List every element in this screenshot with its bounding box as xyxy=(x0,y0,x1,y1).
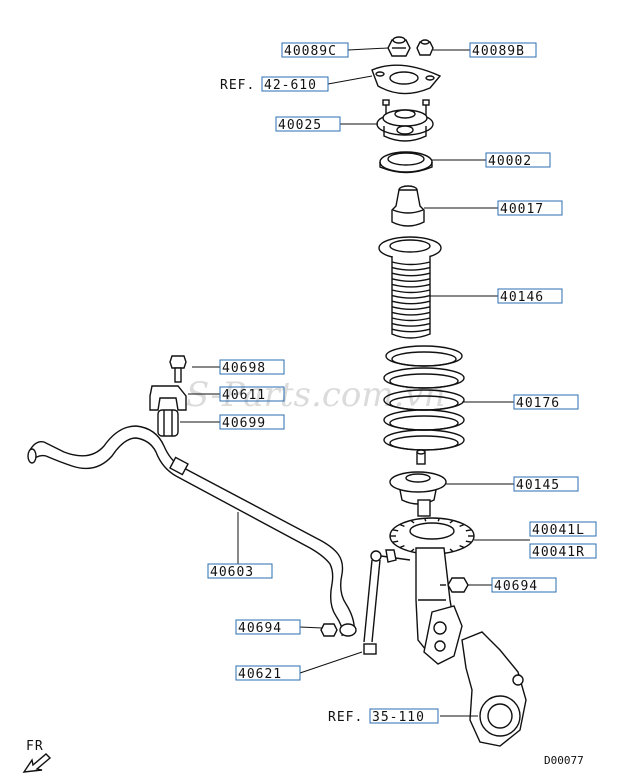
label-40146: 40146 xyxy=(497,288,563,305)
front-direction-indicator: FR xyxy=(22,739,52,773)
label-40017: 40017 xyxy=(497,200,563,217)
bolt-40698-drawing xyxy=(169,355,187,383)
stabilizer-bar-drawing xyxy=(27,425,357,637)
label-40621: 40621 xyxy=(235,665,301,682)
strut-mount-drawing xyxy=(376,99,434,142)
label-40621-text: 40621 xyxy=(238,667,282,682)
bump-stop-drawing xyxy=(391,185,425,227)
ref-42-610-prefix: REF. xyxy=(220,78,255,93)
label-40145-text: 40145 xyxy=(516,478,560,493)
label-40603: 40603 xyxy=(207,563,273,580)
ref-35-110-code: 35-110 xyxy=(372,710,425,725)
front-arrow-icon xyxy=(22,753,52,773)
stabilizer-link-drawing xyxy=(363,549,411,655)
label-40041l-text: 40041L xyxy=(532,523,585,538)
bracket-drawing xyxy=(149,385,187,411)
label-40041r: 40041R xyxy=(529,543,597,560)
label-40002-text: 40002 xyxy=(488,154,532,169)
nut-40694-bar-drawing xyxy=(320,623,338,637)
label-40017-text: 40017 xyxy=(500,202,544,217)
label-40089c-text: 40089C xyxy=(284,44,337,59)
label-40176: 40176 xyxy=(513,394,579,411)
label-40698: 40698 xyxy=(219,359,285,376)
ref-35-110: REF. 35-110 xyxy=(328,708,439,725)
label-40176-text: 40176 xyxy=(516,396,560,411)
label-40089c: 40089C xyxy=(281,42,349,59)
ref-42-610-code: 42-610 xyxy=(264,78,317,93)
label-40089b: 40089B xyxy=(469,42,537,59)
label-40002: 40002 xyxy=(485,152,551,169)
label-40041l: 40041L xyxy=(529,521,597,538)
label-40025-text: 40025 xyxy=(278,118,322,133)
nut-40089b-drawing xyxy=(416,39,434,56)
label-40694-strut-text: 40694 xyxy=(494,579,538,594)
label-40089b-text: 40089B xyxy=(472,44,525,59)
label-40025: 40025 xyxy=(275,116,341,133)
label-40694-bar: 40694 xyxy=(235,619,301,636)
drawing-code: D00077 xyxy=(544,754,584,767)
label-40698-text: 40698 xyxy=(222,361,266,376)
spring-seat-drawing xyxy=(389,449,447,505)
label-40694-strut: 40694 xyxy=(491,577,557,594)
label-40145: 40145 xyxy=(513,476,579,493)
bearing-drawing xyxy=(379,151,433,174)
label-40611: 40611 xyxy=(219,386,285,403)
label-40041r-text: 40041R xyxy=(532,545,585,560)
label-40603-text: 40603 xyxy=(210,565,254,580)
label-40699-text: 40699 xyxy=(222,416,266,431)
dust-boot-drawing xyxy=(378,236,442,339)
label-40611-text: 40611 xyxy=(222,388,266,403)
label-40699: 40699 xyxy=(219,414,285,431)
ref-42-610: REF. 42-610 xyxy=(220,76,329,93)
ref-35-110-prefix: REF. xyxy=(328,710,363,725)
knuckle-drawing xyxy=(461,631,527,747)
label-40694-bar-text: 40694 xyxy=(238,621,282,636)
bushing-drawing xyxy=(157,409,179,437)
nut-40694-strut-drawing xyxy=(440,577,469,593)
mount-bracket-drawing xyxy=(371,64,442,95)
coil-spring-drawing xyxy=(383,345,465,451)
nut-40089c-drawing xyxy=(387,36,411,57)
strut-drawing xyxy=(389,499,475,665)
front-direction-label: FR xyxy=(26,739,44,754)
label-40146-text: 40146 xyxy=(500,290,544,305)
